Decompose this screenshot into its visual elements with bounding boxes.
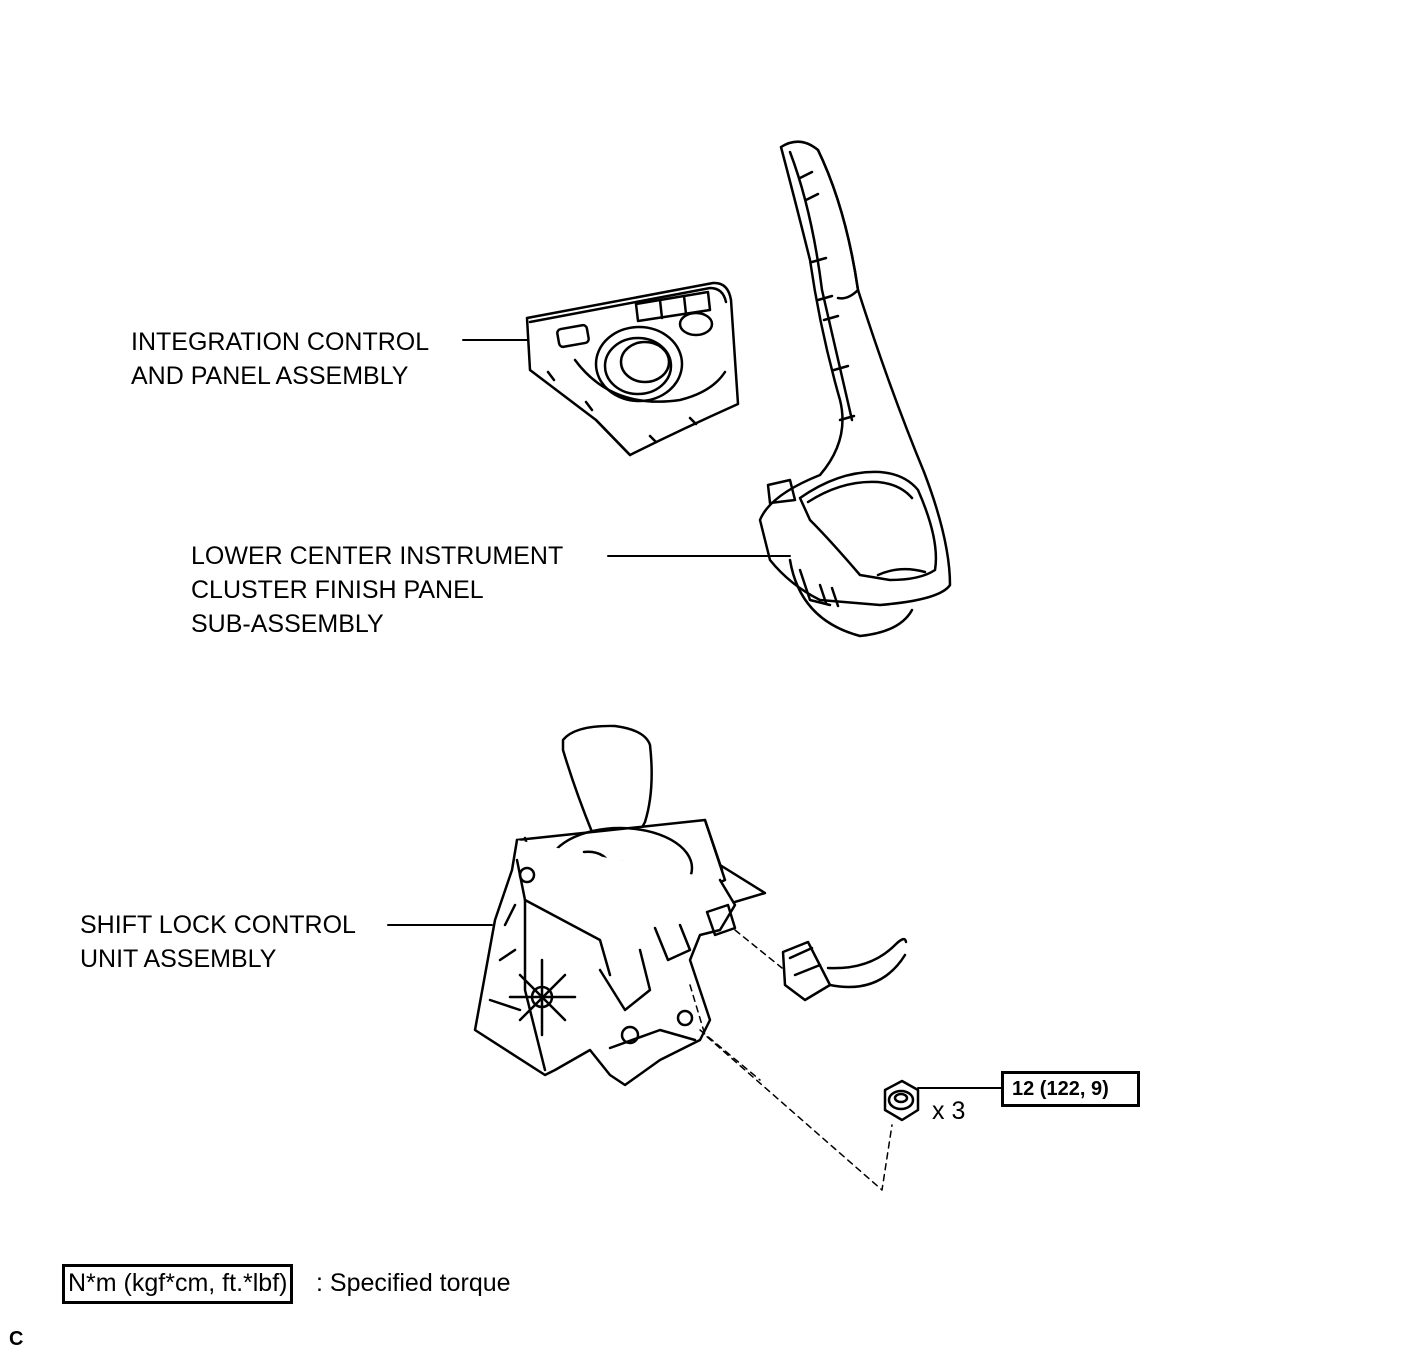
nut-quantity-label: x 3	[932, 1097, 966, 1125]
shift-lock-unit-drawing	[473, 724, 908, 1191]
lower-center-panel-drawing	[758, 140, 952, 638]
torque-legend-description: : Specified torque	[316, 1269, 511, 1297]
corner-mark: C	[9, 1328, 24, 1350]
lower-center-panel-label-line2: CLUSTER FINISH PANEL	[191, 576, 484, 604]
integration-control-label-line1: INTEGRATION CONTROL	[131, 328, 430, 356]
torque-value-box: 12 (122, 9)	[1001, 1071, 1140, 1107]
integration-control-label-line2: AND PANEL ASSEMBLY	[131, 362, 409, 390]
integration-control-panel-drawing	[525, 281, 740, 457]
lower-center-panel-label-line1: LOWER CENTER INSTRUMENT	[191, 542, 564, 570]
shift-lock-unit-label-line2: UNIT ASSEMBLY	[80, 945, 277, 973]
lower-center-panel-label-line3: SUB-ASSEMBLY	[191, 610, 384, 638]
shift-lock-unit-label-line1: SHIFT LOCK CONTROL	[80, 911, 356, 939]
nut-drawing	[883, 1079, 920, 1122]
torque-unit-legend-box: N*m (kgf*cm, ft.*lbf)	[62, 1264, 294, 1304]
shift-lock-unit-label: SHIFT LOCK CONTROL UNIT ASSEMBLY	[80, 908, 356, 976]
integration-control-label: INTEGRATION CONTROL AND PANEL ASSEMBLY	[131, 325, 429, 393]
lower-center-panel-label: LOWER CENTER INSTRUMENT CLUSTER FINISH P…	[191, 539, 563, 641]
